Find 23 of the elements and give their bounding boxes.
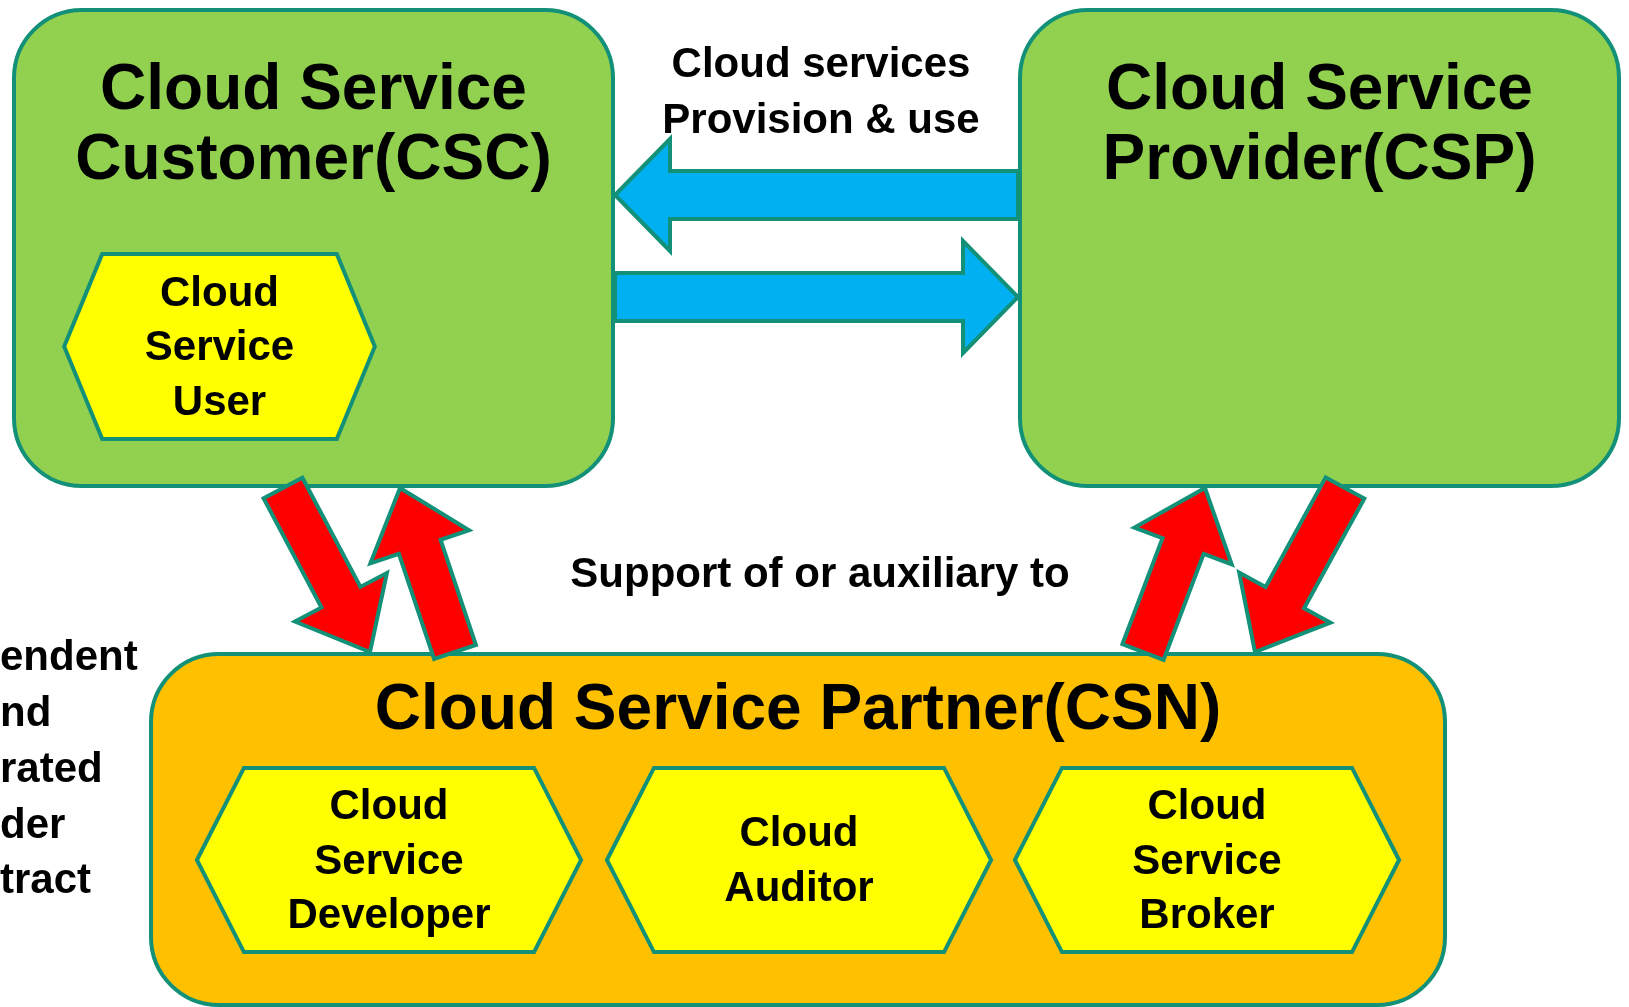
block-arrow bbox=[612, 134, 1020, 256]
role-label: Cloud Service Developer bbox=[286, 780, 492, 940]
block-arrow bbox=[1236, 474, 1367, 655]
hexagon-shape bbox=[1011, 766, 1403, 954]
hexagon-shape bbox=[603, 766, 995, 954]
role-label: Cloud Auditor bbox=[723, 807, 875, 912]
role-title: Cloud Service Customer(CSC) bbox=[74, 52, 553, 193]
note-text: endent nd rated der tract bbox=[0, 631, 139, 905]
note-text: Support of or auxiliary to bbox=[569, 548, 1071, 598]
block-arrow bbox=[1119, 485, 1235, 663]
role-title: Cloud Service Provider(CSP) bbox=[1101, 52, 1538, 193]
role-box bbox=[12, 8, 615, 488]
role-box bbox=[1018, 8, 1621, 488]
role-label: Cloud Service User bbox=[143, 266, 296, 426]
hexagon-shape bbox=[61, 252, 378, 441]
edge-label: Cloud services Provision & use bbox=[661, 38, 981, 144]
role-title: Cloud Service Partner(CSN) bbox=[373, 672, 1223, 743]
role-label: Cloud Service Broker bbox=[1131, 780, 1283, 940]
block-arrow bbox=[366, 485, 479, 662]
role-box bbox=[149, 652, 1447, 1007]
block-arrow bbox=[613, 236, 1021, 358]
block-arrow bbox=[260, 475, 390, 655]
hexagon-shape bbox=[193, 766, 585, 954]
